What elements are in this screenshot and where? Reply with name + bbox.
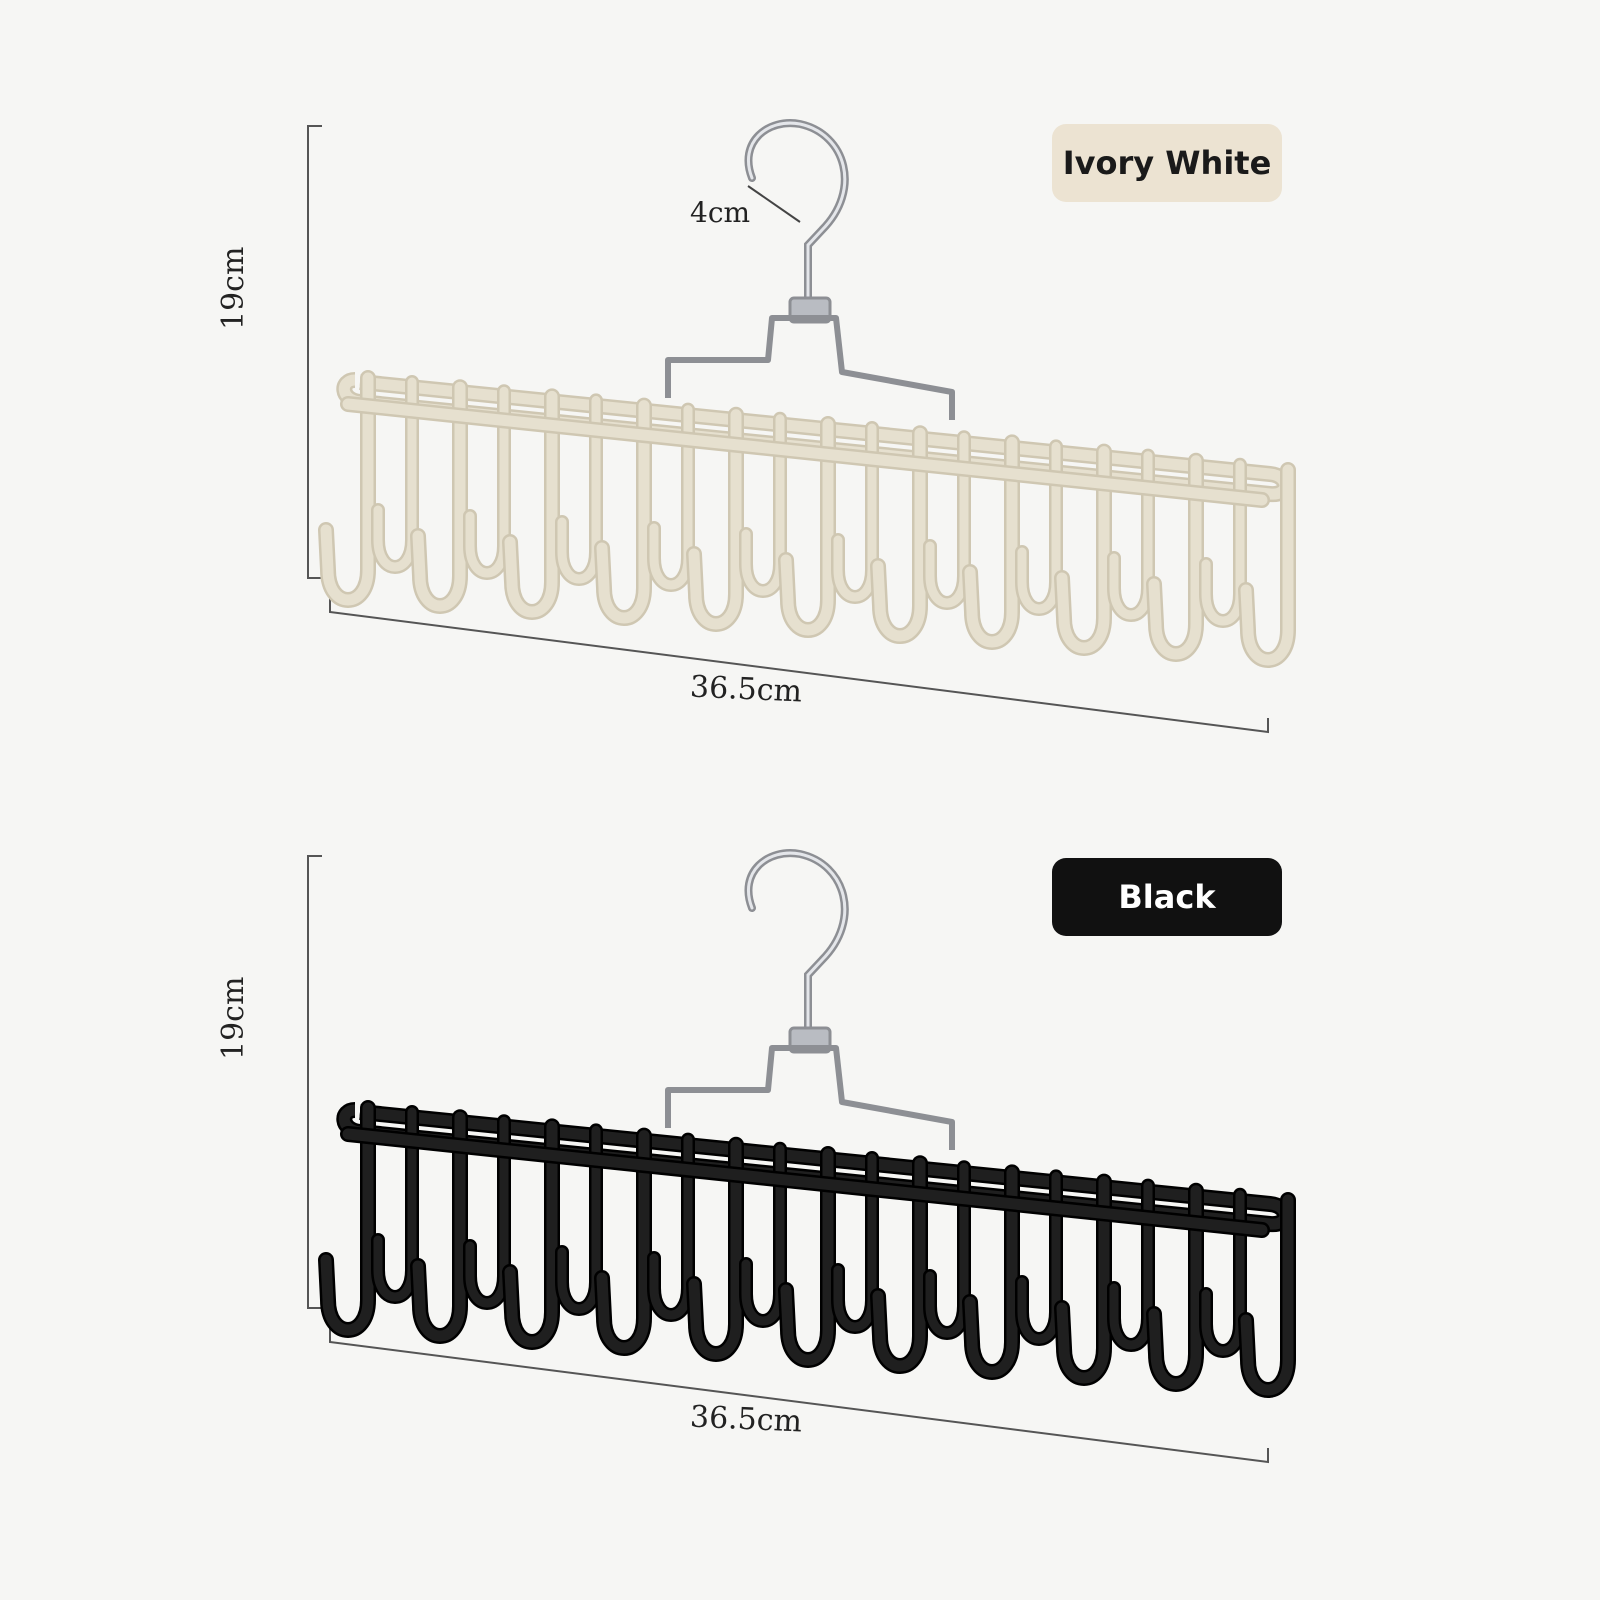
height-dimension-line [307, 125, 322, 579]
width-dimension-line [329, 598, 1269, 734]
width-dimension-line [329, 1328, 1269, 1464]
wire-frame [665, 1045, 955, 1150]
height-dimension-line [307, 855, 322, 1309]
product-panel-ivory-white: Ivory White 19cm 36.5cm 4cm [216, 119, 1296, 734]
wire-frame [665, 315, 955, 420]
product-panel-black: Black 19cm 36.5cm [0, 730, 1600, 1530]
swivel-hook [744, 849, 849, 1034]
color-badge-ivory-white: Ivory White [1052, 124, 1282, 202]
tie-rack-hanger-icon [307, 119, 1296, 734]
hook-dimension-label: 4cm [690, 196, 751, 229]
swivel-hook [744, 119, 849, 304]
hook-dimension-line [747, 185, 801, 223]
color-badge-black: Black [1052, 858, 1282, 936]
tie-rack-hanger-icon [307, 849, 1296, 1464]
